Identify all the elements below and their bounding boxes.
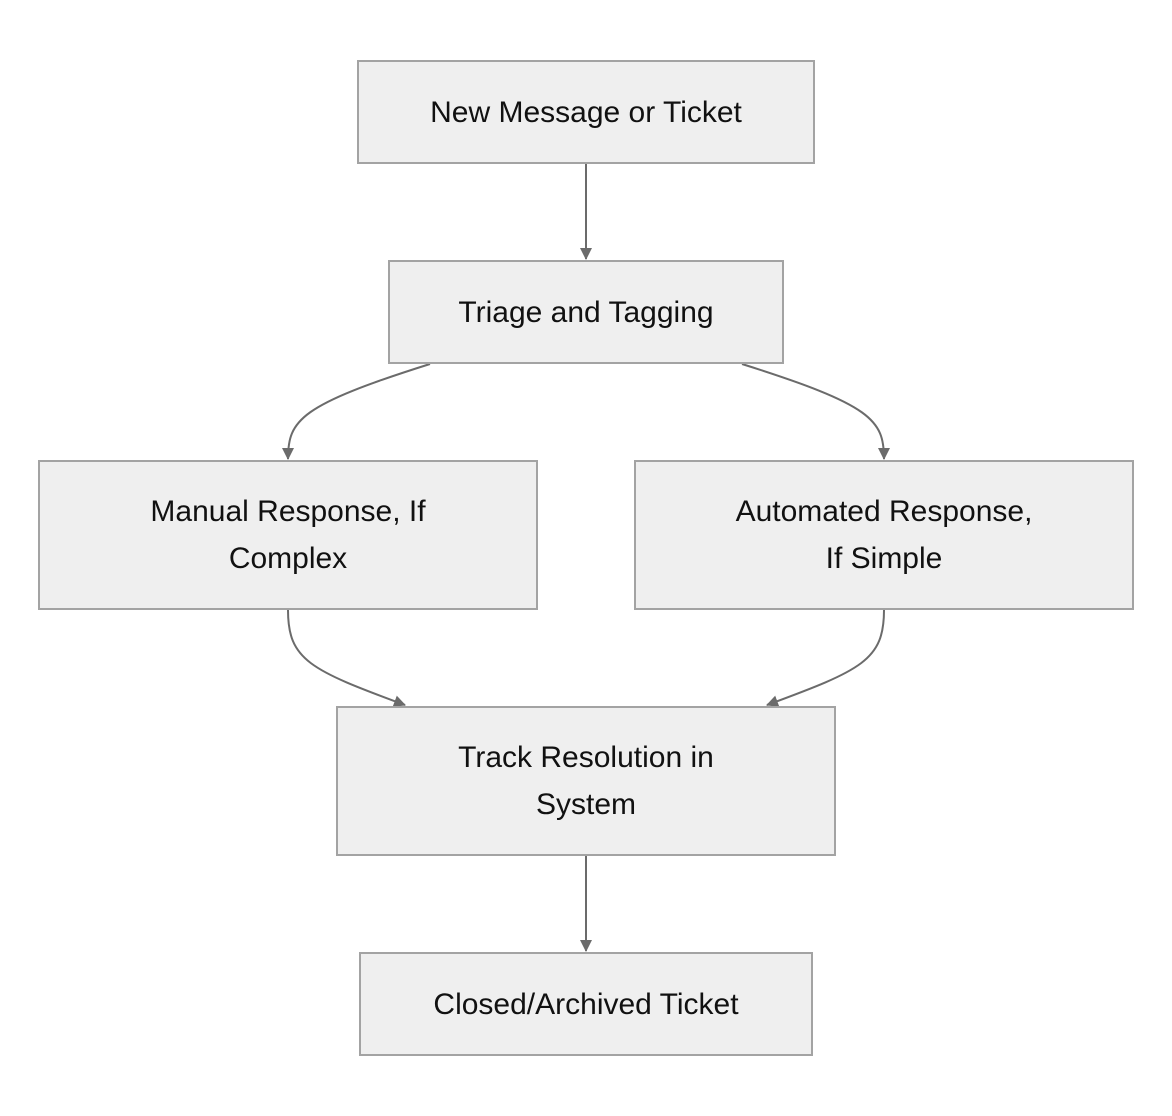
node-new-message: New Message or Ticket	[357, 60, 815, 164]
node-track-resolution-label: Track Resolution in System	[458, 741, 714, 821]
edge-automated-to-track	[766, 609, 885, 707]
node-closed-ticket-label: Closed/Archived Ticket	[433, 987, 739, 1021]
node-triage-label: Triage and Tagging	[458, 295, 714, 329]
edge-manual-to-track	[287, 609, 406, 707]
node-manual-response: Manual Response, If Complex	[38, 460, 538, 610]
node-triage: Triage and Tagging	[388, 260, 784, 364]
node-automated-response-label: Automated Response, If Simple	[735, 495, 1033, 575]
node-automated-response: Automated Response, If Simple	[634, 460, 1134, 610]
node-manual-response-label: Manual Response, If Complex	[150, 495, 426, 575]
edge-triage-to-automated	[741, 363, 890, 460]
node-closed-ticket: Closed/Archived Ticket	[359, 952, 813, 1056]
edge-triage-to-manual	[282, 363, 431, 460]
node-track-resolution: Track Resolution in System	[336, 706, 836, 856]
node-new-message-label: New Message or Ticket	[430, 95, 742, 129]
